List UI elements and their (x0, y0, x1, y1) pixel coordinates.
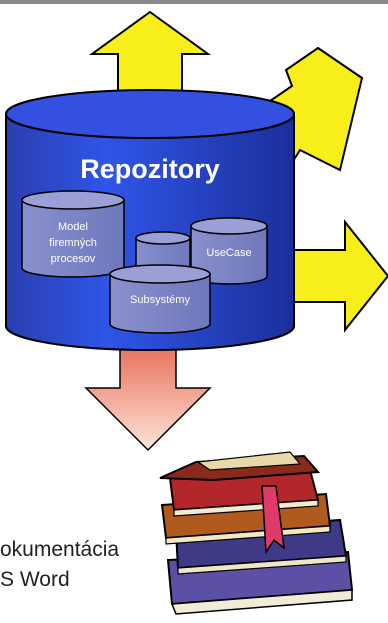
usecase-label: UseCase (206, 247, 251, 259)
model-label-line3: procesov (51, 253, 96, 265)
subsystems-cylinder (109, 264, 211, 334)
repository-title: Repozitory (80, 154, 220, 184)
model-label-line1: Model (58, 221, 88, 233)
usecase-cylinder (190, 217, 268, 285)
documentation-line2: S Word (0, 568, 70, 591)
documentation-line1: okumentácia (0, 538, 119, 561)
model-cylinder (21, 190, 125, 278)
right-arrow (291, 219, 388, 333)
stack-of-books-icon (159, 451, 354, 615)
model-label-line2: firemných (49, 237, 97, 249)
top-border (0, 0, 388, 4)
subsystems-label: Subsystémy (130, 294, 190, 306)
